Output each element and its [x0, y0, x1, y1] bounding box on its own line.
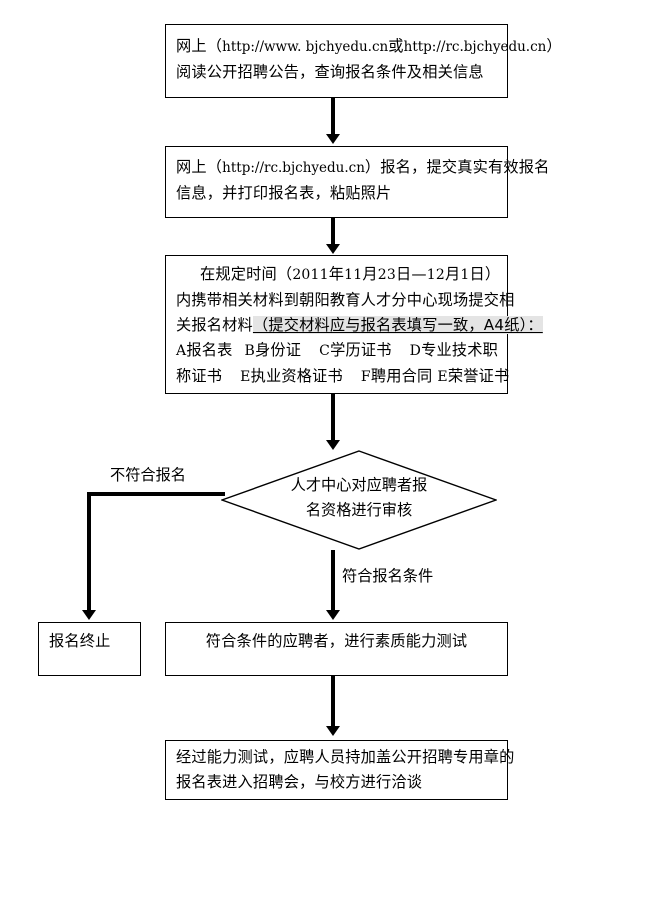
- step3-item-b-text: 身份证: [254, 341, 302, 359]
- arrowhead-test: [326, 610, 340, 620]
- flow-node-step1[interactable]: 网上（http://www. bjchyedu.cn或http://rc.bjc…: [165, 24, 562, 98]
- step3-item-d-cont: 称证书: [176, 367, 223, 385]
- arrowhead-step2: [326, 134, 340, 144]
- test-line1: 符合条件的应聘者，进行素质能力测试: [205, 632, 468, 650]
- arrowhead-fair: [326, 726, 340, 736]
- flow-node-fair[interactable]: 经过能力测试，应聘人员持加盖公开招聘专用章的 报名表进入招聘会，与校方进行洽谈: [165, 740, 515, 800]
- step3-line1: 在规定时间（2011年11月23日—12月1日）: [176, 262, 501, 288]
- flow-node-decision[interactable]: 人才中心对应聘者报 名资格进行审核: [221, 450, 497, 550]
- arrowhead-decision: [326, 440, 340, 450]
- connector-test-fair: [331, 676, 335, 728]
- step3-month-unit-1: 月: [362, 265, 378, 283]
- connector-decision-no-vertical: [87, 492, 91, 612]
- step3-item-f-text: 聘用合同: [370, 367, 433, 385]
- flow-node-step3[interactable]: 在规定时间（2011年11月23日—12月1日） 内携带相关材料到朝阳教育人才分…: [165, 255, 543, 394]
- connector-step3-decision: [331, 394, 335, 442]
- decision-line2: 名资格进行审核: [305, 501, 413, 519]
- step3-day-dash: 日—: [395, 265, 427, 283]
- step3-item-f-key: F: [360, 369, 371, 385]
- step3-item-a-key: A: [176, 343, 187, 359]
- fair-line2: 报名表进入招聘会，与校方进行洽谈: [176, 773, 423, 791]
- step3-item-c-key: C: [319, 343, 331, 359]
- step3-item-e-key: E: [240, 369, 251, 385]
- connector-step1-step2: [331, 98, 335, 136]
- terminate-line1: 报名终止: [49, 632, 111, 650]
- step3-item-d-text: 专业技术职: [421, 341, 499, 359]
- step3-item-d-key: D: [409, 343, 422, 359]
- step1-url-2: http://rc.bjchyedu.cn: [403, 39, 547, 55]
- step3-line2: 内携带相关材料到朝阳教育人才分中心现场提交相: [176, 291, 515, 309]
- branch-label-yes: 符合报名条件: [342, 567, 434, 585]
- step2-line2: 信息，并打印报名表，粘贴照片: [176, 184, 392, 202]
- step3-item-g-key: E: [437, 369, 448, 385]
- step2-line1: 网上（http://rc.bjchyedu.cn）报名，提交真实有效报名: [176, 155, 549, 181]
- step3-item-g-text: 荣誉证书: [447, 367, 510, 385]
- step2-prefix: 网上（: [176, 158, 223, 176]
- step3-time-prefix: 在规定时间（: [200, 265, 293, 283]
- connector-decision-no-horizontal: [87, 492, 225, 496]
- decision-line1: 人才中心对应聘者报: [290, 476, 428, 494]
- step2-url: http://rc.bjchyedu.cn: [222, 160, 365, 176]
- step3-year: 2011: [292, 267, 329, 283]
- connector-step2-step3: [331, 218, 335, 246]
- step1-line1: 网上（http://www. bjchyedu.cn或http://rc.bjc…: [176, 34, 562, 60]
- flow-node-terminate[interactable]: 报名终止: [38, 622, 141, 676]
- step3-item-b-key: B: [244, 343, 255, 359]
- step3-year-unit: 年: [328, 265, 345, 283]
- step2-suffix: ）报名，提交真实有效报名: [364, 158, 550, 176]
- step1-conjunction: 或: [388, 37, 404, 55]
- connector-decision-yes: [331, 550, 335, 612]
- step1-prefix: 网上（: [176, 37, 223, 55]
- step3-materials-label: 关报名材料: [176, 316, 253, 334]
- step3-item-c-text: 学历证书: [330, 341, 392, 359]
- step3-line4: A报名表 B身份证 C学历证书 D专业技术职: [176, 338, 499, 364]
- step3-time-suffix: 日）: [469, 265, 501, 283]
- step3-end-day: 1: [460, 267, 470, 283]
- step3-item-e-text: 执业资格证书: [250, 367, 343, 385]
- arrowhead-step3: [326, 244, 340, 254]
- step3-month-unit-2: 月: [444, 265, 461, 283]
- step3-end-month: 12: [426, 267, 445, 283]
- step3-start-month: 11: [344, 267, 363, 283]
- fair-line1: 经过能力测试，应聘人员持加盖公开招聘专用章的: [176, 748, 515, 766]
- step1-line2: 阅读公开招聘公告，查询报名条件及相关信息: [176, 63, 484, 81]
- arrowhead-terminate: [82, 610, 96, 620]
- step1-suffix: ）: [546, 37, 562, 55]
- flow-node-test[interactable]: 符合条件的应聘者，进行素质能力测试: [165, 622, 508, 676]
- decision-diamond-shape: [221, 450, 497, 550]
- flow-node-step2[interactable]: 网上（http://rc.bjchyedu.cn）报名，提交真实有效报名 信息，…: [165, 146, 549, 218]
- step3-line3: 关报名材料（提交材料应与报名表填写一致，A4纸）：: [176, 313, 543, 338]
- step1-url-1: http://www. bjchyedu.cn: [222, 39, 389, 55]
- step3-start-day: 23: [377, 267, 396, 283]
- step3-highlighted-note: （提交材料应与报名表填写一致，A4纸）：: [252, 316, 543, 334]
- step3-item-a-text: 报名表: [186, 341, 233, 359]
- branch-label-no: 不符合报名: [110, 466, 186, 484]
